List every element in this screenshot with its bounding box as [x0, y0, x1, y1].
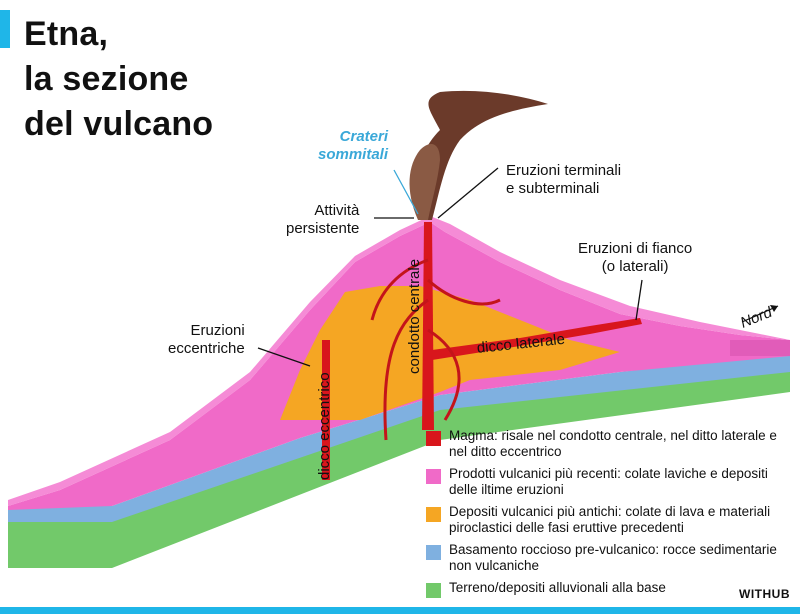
title-line-1: Etna,: [24, 15, 109, 53]
brand-logo: WITHUB: [739, 587, 790, 601]
legend: Magma: risale nel condotto centrale, nel…: [426, 428, 794, 604]
legend-swatch-recent: [426, 469, 441, 484]
legend-item-magma: Magma: risale nel condotto centrale, nel…: [426, 428, 794, 460]
leader-lines: [257, 167, 643, 367]
bottom-accent-bar: [0, 607, 800, 614]
magma-eccentric-dike: [322, 340, 330, 480]
legend-swatch-old: [426, 507, 441, 522]
soil-layer-front: [8, 370, 790, 568]
dicco-eccentrico-label: dicco eccentrico: [316, 372, 333, 480]
north-arrow: [741, 305, 779, 323]
legend-item-old-deposits: Depositi vulcanici più antichi: colate d…: [426, 504, 794, 536]
magma-veins: [370, 258, 501, 441]
eruption-plume: [409, 90, 548, 220]
page-title: Etna, la sezione del vulcano: [24, 12, 213, 147]
legend-item-basement: Basamento roccioso pre-vulcanico: rocce …: [426, 542, 794, 574]
title-line-3: del vulcano: [24, 105, 214, 143]
condotto-centrale-label: condotto centrale: [406, 258, 423, 374]
legend-swatch-magma: [426, 431, 441, 446]
crateri-sommitali-label: Crateri sommitali: [318, 128, 389, 163]
legend-swatch-soil: [426, 583, 441, 598]
eruzioni-eccentriche-label: Eruzioni eccentriche: [168, 322, 245, 357]
legend-item-recent-products: Prodotti vulcanici più recenti: colate l…: [426, 466, 794, 498]
attivita-persistente-label: Attività persistente: [286, 202, 360, 237]
basement-layer: [8, 352, 790, 522]
magma-central-conduit: [422, 222, 434, 430]
title-accent-bar: [0, 10, 10, 48]
legend-swatch-basement: [426, 545, 441, 560]
title-line-2: la sezione: [24, 60, 189, 98]
eruzioni-terminali-label: Eruzioni terminali e subterminali: [506, 162, 622, 197]
eruzioni-fianco-label: Eruzioni di fianco (o laterali): [578, 240, 693, 275]
right-block-edge: [730, 340, 790, 356]
magma-lateral-dike: [432, 318, 642, 360]
north-arrow-head: [770, 305, 778, 312]
recent-products-top: [8, 216, 790, 506]
legend-item-soil: Terreno/depositi alluvionali alla base: [426, 580, 794, 598]
